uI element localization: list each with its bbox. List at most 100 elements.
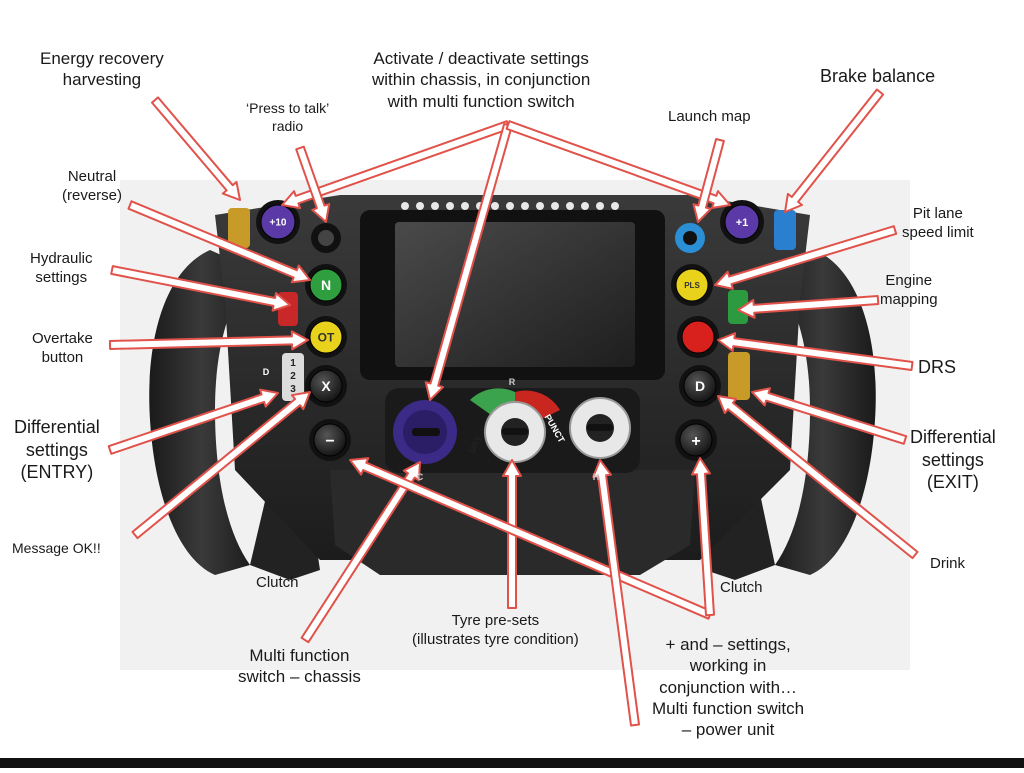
drs-d-button[interactable]: D [679,365,721,407]
plus1-button[interactable]: +1 [720,200,764,244]
label-overtake: Overtake button [32,330,93,368]
arrow-launch-map [692,138,725,223]
energy-recovery-rotary[interactable] [228,208,250,248]
arrow-message-ok [131,391,311,540]
plus1-button-label: +1 [736,217,749,229]
differential-entry-rotary[interactable] [282,353,304,401]
label-line: harvesting [62,70,142,90]
arrow-overtake [108,330,309,351]
label-brake-balance: Brake balance [820,65,935,88]
label-drs: DRS [918,356,956,379]
label-line: (EXIT) [926,472,979,492]
label-line: Differential [910,427,996,447]
arrow-diff-exit [751,387,908,445]
arrow-pit-lane [714,225,898,290]
shift-light [446,202,454,210]
plus-button-label: + [691,433,700,450]
label-line: (reverse) [62,186,123,204]
label-line: (illustrates tyre condition) [412,630,579,648]
mark-c: C [417,472,424,482]
label-tyre-presets: Tyre pre-sets (illustrates tyre conditio… [412,612,579,650]
label-line: Activate / deactivate settings [373,49,589,68]
label-line: Brake balance [820,66,936,86]
label-pit-lane: Pit lane speed limit [902,205,974,243]
label-line: radio [272,117,304,134]
tyre-presets-dial[interactable] [470,388,560,463]
shift-light [566,202,574,210]
minus-button[interactable]: − [309,419,351,461]
label-line: button [41,348,84,366]
rotary-left-letter: D [263,367,270,377]
message-ok-button[interactable]: X [305,365,347,407]
left-grip [149,250,255,575]
shift-lights [401,202,619,210]
label-neutral: Neutral (reverse) [62,168,122,206]
label-line: switch – chassis [238,667,361,687]
overtake-button[interactable]: OT [305,316,347,358]
neutral-button[interactable]: N [305,264,347,306]
label-diff-exit: Differential settings (EXIT) [910,426,996,494]
brake-balance-rotary[interactable] [774,210,796,250]
label-launch-map: Launch map [668,108,751,127]
arrow-activate-to-plus10 [281,120,511,210]
label-line: Clutch [256,574,299,591]
plus10-button-label: +10 [270,218,287,229]
label-clutch-left: Clutch [256,574,299,593]
shift-light [506,202,514,210]
press-to-talk-knob[interactable] [311,223,341,253]
label-line: – power unit [681,720,775,739]
label-line: (ENTRY) [20,462,94,482]
arrow-brake-balance [784,88,885,213]
differential-exit-rotary[interactable] [728,352,750,400]
arrow-activate-to-chassis [424,122,513,401]
label-line: within chassis, in conjunction [372,70,591,90]
arrow-energy-recovery [151,96,241,201]
drs-d-button-label: D [695,378,705,394]
arrow-drink [717,395,919,560]
plus-button[interactable]: + [675,419,717,461]
label-line: Message OK!! [12,540,101,556]
label-line: speed limit [902,223,974,241]
label-line: Launch map [668,108,751,125]
label-line: Tyre pre-sets [451,612,540,629]
launch-map-knob[interactable] [675,223,705,253]
arrow-press-to-talk [295,145,331,223]
arrow-mfs-chassis [300,461,421,644]
arrow-mfs-power-unit [592,459,640,727]
multi-function-switch-chassis[interactable] [393,400,457,464]
label-plus-minus: + and – settings, working in conjunction… [652,634,804,740]
label-press-to-talk: ‘Press to talk’ radio [246,100,329,135]
label-line: conjunction with… [659,677,798,697]
arrow-activate-to-plus1 [505,120,731,209]
label-line: Multi function switch [652,698,805,718]
label-line: Overtake [32,330,93,347]
label-line: Clutch [720,579,763,596]
pit-limiter-button[interactable]: PLS [671,264,713,306]
neutral-button-label: N [321,277,331,293]
rotary-left-digit: 3 [290,384,296,395]
label-line: DRS [918,357,957,377]
rotary-left-digit: 2 [290,371,296,382]
bottom-border [0,758,1024,768]
label-line: working in [689,656,767,676]
label-line: settings [921,449,984,470]
label-line: Pit lane [912,205,963,222]
label-line: settings [25,439,88,460]
shift-light [521,202,529,210]
label-activate-settings: Activate / deactivate settings within ch… [372,48,590,112]
plus10-button[interactable]: +10 [256,200,300,244]
multi-function-switch-power-unit[interactable] [569,397,631,459]
label-line: Engine [885,272,933,289]
display-screen [395,222,635,367]
label-hydraulic: Hydraulic settings [30,250,93,288]
shift-light [551,202,559,210]
arrow-neutral [127,200,311,284]
label-line: + and – settings, [665,635,791,654]
engine-mapping-rotary[interactable] [728,290,748,324]
drs-button[interactable] [677,316,719,358]
minus-button-label: − [325,433,334,450]
overtake-button-label: OT [318,330,335,344]
rotary-left-digit: 1 [290,358,296,369]
arrow-hydraulic [110,265,291,312]
